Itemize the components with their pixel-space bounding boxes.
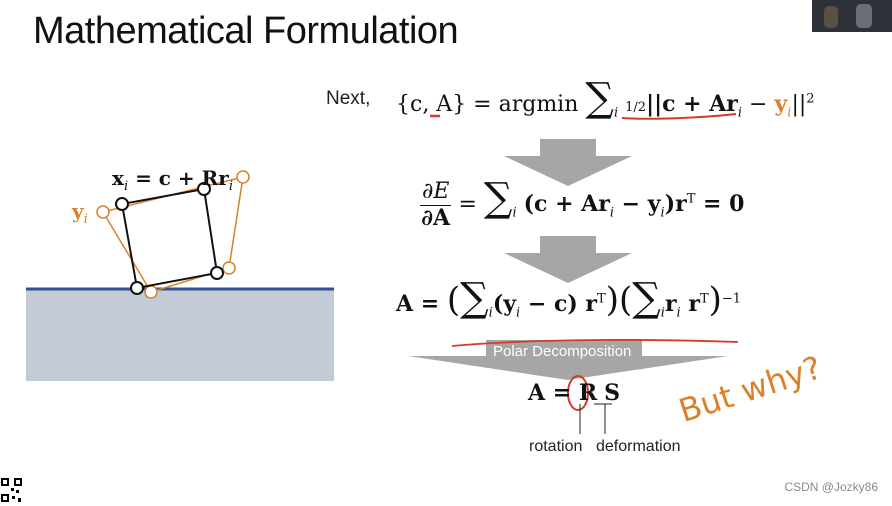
polar-decomposition-label: Polar Decomposition [493,343,632,360]
person-silhouette [824,6,838,28]
watermark: CSDN @Jozky86 [784,480,878,494]
page-title: Mathematical Formulation [33,10,459,52]
rotation-label: rotation [529,438,583,455]
polar-band-box [486,340,642,362]
target-label: yi [72,199,88,227]
next-label: Next, [326,88,371,109]
transform-formula: xi = c + Rri [112,166,233,194]
solution-equation: A = (∑i(yi − c) rT)(∑iri rT)−1 [396,275,742,321]
ground-block [26,289,334,381]
rigid-vertex [130,281,144,295]
target-vertex [236,170,250,184]
target-vertex [144,285,158,299]
red-underline [621,113,737,120]
deformation-label: deformation [596,438,681,455]
rigid-vertex [115,197,129,211]
person-silhouette [856,4,872,28]
derivative-equation: ∂E ∂A = ∑i (c + Ari − yi)rT = 0 [420,175,745,231]
red-circle [567,375,589,411]
rigid-vertex [197,182,211,196]
target-vertex [96,205,110,219]
rigid-vertex [210,266,224,280]
down-arrow [504,236,632,283]
target-vertex [222,261,236,275]
polar-equation: A = R S [528,380,621,406]
down-arrow [504,139,632,186]
red-underline [451,339,739,347]
objective-equation: {c, A} = argmin ∑i 1/2||c + Ari − yi||2 [396,75,815,121]
qr-code-icon [0,476,24,506]
webcam-thumbnail [812,0,892,32]
